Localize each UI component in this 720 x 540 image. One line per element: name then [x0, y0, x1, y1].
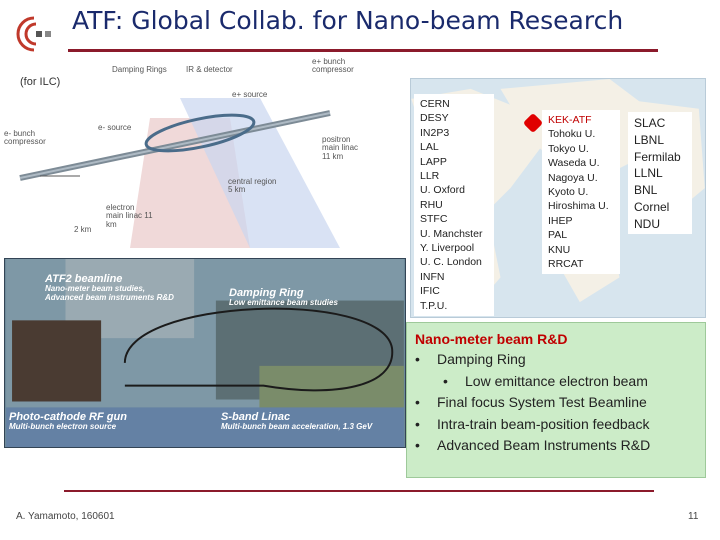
- institute-america: LLNL: [634, 166, 663, 181]
- institute-europe: U. Manchster: [420, 227, 483, 240]
- institute-europe: INFN: [420, 270, 445, 283]
- caption-gun-sub: Multi-bunch electron source: [9, 422, 117, 432]
- institute-europe: RHU: [420, 198, 443, 211]
- lab-logo: [12, 14, 56, 54]
- rd-list: Damping Ring Low emittance electron beam…: [415, 349, 697, 457]
- institute-europe: CERN: [420, 98, 450, 110]
- institute-america: Fermilab: [634, 149, 681, 164]
- institute-europe: Y. Liverpool: [420, 242, 475, 255]
- institute-asia: Hiroshima U.: [548, 200, 609, 213]
- institute-asia: IHEP: [548, 214, 573, 227]
- caption-rf-gun: Photo-cathode RF gun Multi-bunch electro…: [9, 411, 127, 432]
- institute-europe: STFC: [420, 213, 448, 226]
- footer-author: A. Yamamoto, 160601: [16, 511, 115, 522]
- caption-gun-title: Photo-cathode RF gun: [9, 411, 127, 423]
- institute-america: BNL: [634, 183, 658, 198]
- caption-linac-sub: Multi-bunch beam acceleration, 1.3 GeV: [221, 422, 373, 432]
- caption-atf2: ATF2 beamline Nano-meter beam studies, A…: [45, 273, 174, 303]
- caption-atf2-sub1: Nano-meter beam studies,: [45, 284, 146, 294]
- institutes-america: SLAC LBNL Fermilab LLNL BNL Cornel NDU: [628, 112, 692, 234]
- rd-item-damping-ring: Damping Ring: [415, 349, 697, 371]
- atf-facility-photo: ATF2 beamline Nano-meter beam studies, A…: [4, 258, 406, 448]
- label-damping-rings: Damping Rings: [112, 65, 167, 74]
- rd-item-final-focus: Final focus System Test Beamline: [415, 392, 697, 414]
- rd-heading: Nano-meter beam R&D: [415, 331, 568, 347]
- institute-europe: U. Oxford: [420, 184, 465, 197]
- slide-title: ATF: Global Collab. for Nano-beam Resear…: [72, 6, 624, 35]
- label-positron-linac: positron main linac 11 km: [322, 135, 359, 161]
- caption-dr-sub: Low emittance beam studies: [229, 298, 338, 308]
- label-two-km: 2 km: [74, 225, 92, 234]
- institute-europe: LLR: [420, 170, 440, 183]
- institute-europe: T.P.U.: [420, 299, 448, 312]
- institute-europe: DESY: [420, 112, 449, 125]
- label-central-region: central region 5 km: [228, 177, 277, 195]
- caption-dr-title: Damping Ring: [229, 287, 304, 299]
- institute-asia: Kyoto U.: [548, 186, 589, 199]
- institute-america: LBNL: [634, 132, 665, 147]
- institutes-europe: CERN DESY IN2P3 LAL LAPP LLR U. Oxford R…: [414, 94, 494, 316]
- institutes-asia: KEK-ATF Tohoku U. Tokyo U. Waseda U. Nag…: [542, 110, 620, 274]
- institute-asia: PAL: [548, 229, 568, 242]
- institute-europe: U. C. London: [420, 256, 482, 269]
- institute-asia: Nagoya U.: [548, 171, 598, 184]
- caption-damping-ring: Damping Ring Low emittance beam studies: [229, 287, 338, 308]
- institute-europe: IFIC: [420, 285, 440, 298]
- label-e-plus-source: e+ source: [232, 90, 268, 99]
- title-rule: [68, 49, 658, 52]
- caption-atf2-title: ATF2 beamline: [45, 273, 123, 285]
- label-electron-linac: electron main linac 11 km: [106, 203, 153, 229]
- institute-europe: LAPP: [420, 155, 447, 168]
- label-e-source: e- source: [98, 123, 132, 132]
- institute-asia: Tokyo U.: [548, 142, 589, 155]
- rd-item-instruments: Advanced Beam Instruments R&D: [415, 435, 697, 457]
- institute-america: SLAC: [634, 116, 666, 130]
- rd-item-feedback: Intra-train beam-position feedback: [415, 414, 697, 436]
- institute-asia: Tohoku U.: [548, 128, 596, 141]
- caption-linac: S-band Linac Multi-bunch beam accelerati…: [221, 411, 372, 432]
- label-e-minus-compressor: e- bunch compressor: [4, 129, 46, 147]
- ilc-note: (for ILC): [20, 76, 61, 88]
- institute-america: NDU: [634, 216, 660, 231]
- institute-asia: RRCAT: [548, 258, 584, 271]
- caption-atf2-sub2: Advanced beam instruments R&D: [45, 292, 174, 302]
- institute-europe: IN2P3: [420, 126, 450, 139]
- rd-subitem-low-emittance: Low emittance electron beam: [415, 371, 697, 393]
- footer-rule: [64, 490, 654, 492]
- institute-america: Cornel: [634, 199, 670, 214]
- rd-summary-box: Nano-meter beam R&D Damping Ring Low emi…: [406, 322, 706, 478]
- institute-asia: KNU: [548, 243, 571, 256]
- label-ir-detector: IR & detector: [186, 65, 233, 74]
- caption-linac-title: S-band Linac: [221, 411, 291, 423]
- institute-europe: LAL: [420, 141, 439, 154]
- label-e-plus-compressor: e+ bunch compressor: [312, 57, 354, 75]
- institute-kek-atf: KEK-ATF: [548, 114, 592, 126]
- page-number: 11: [688, 511, 699, 522]
- institute-asia: Waseda U.: [548, 157, 600, 170]
- ilc-schematic: Damping Rings IR & detector e+ bunch com…: [0, 57, 410, 248]
